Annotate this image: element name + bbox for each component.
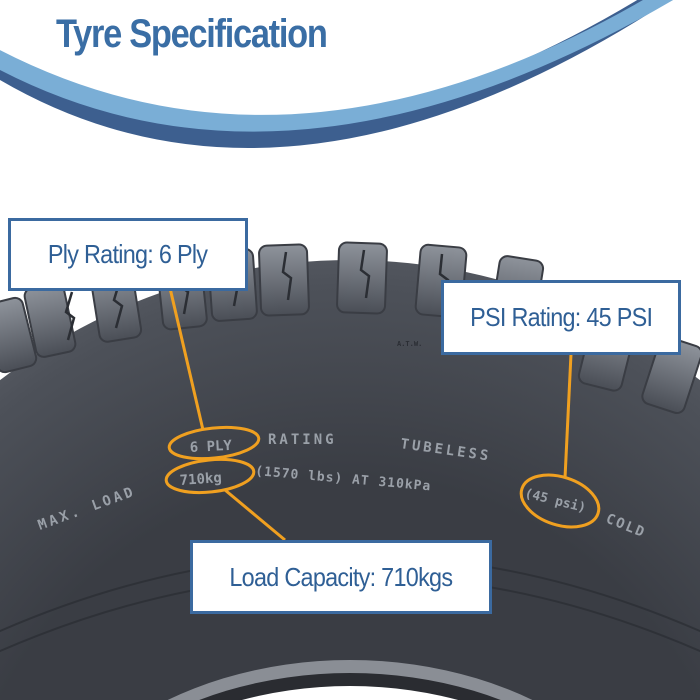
ply-rating-callout: Ply Rating: 6 Ply	[8, 218, 248, 291]
load-leader-line	[224, 488, 286, 542]
sidewall-load-value: 710kg	[179, 470, 222, 489]
sidewall-ply: 6 PLY	[189, 438, 232, 456]
header-arc	[0, 0, 700, 149]
sidewall-rating: RATING	[268, 432, 337, 448]
psi-rating-callout: PSI Rating: 45 PSI	[441, 280, 681, 355]
psi-rating-label: PSI Rating: 45 PSI	[469, 302, 653, 332]
sidewall-brand: A.T.W.	[397, 340, 422, 348]
psi-highlight-ellipse	[519, 473, 601, 529]
ply-leader-line	[168, 287, 205, 431]
page-title: Tyre Specification	[56, 12, 328, 56]
psi-leader-line	[563, 353, 573, 479]
load-capacity-callout: Load Capacity: 710kgs	[190, 540, 492, 614]
ply-rating-label: Ply Rating: 6 Ply	[48, 239, 208, 269]
load-highlight-ellipse	[164, 457, 256, 495]
ply-highlight-ellipse	[167, 425, 261, 461]
tyre-body	[0, 241, 700, 700]
load-capacity-label: Load Capacity: 710kgs	[229, 561, 454, 592]
leader-lines	[164, 287, 601, 542]
